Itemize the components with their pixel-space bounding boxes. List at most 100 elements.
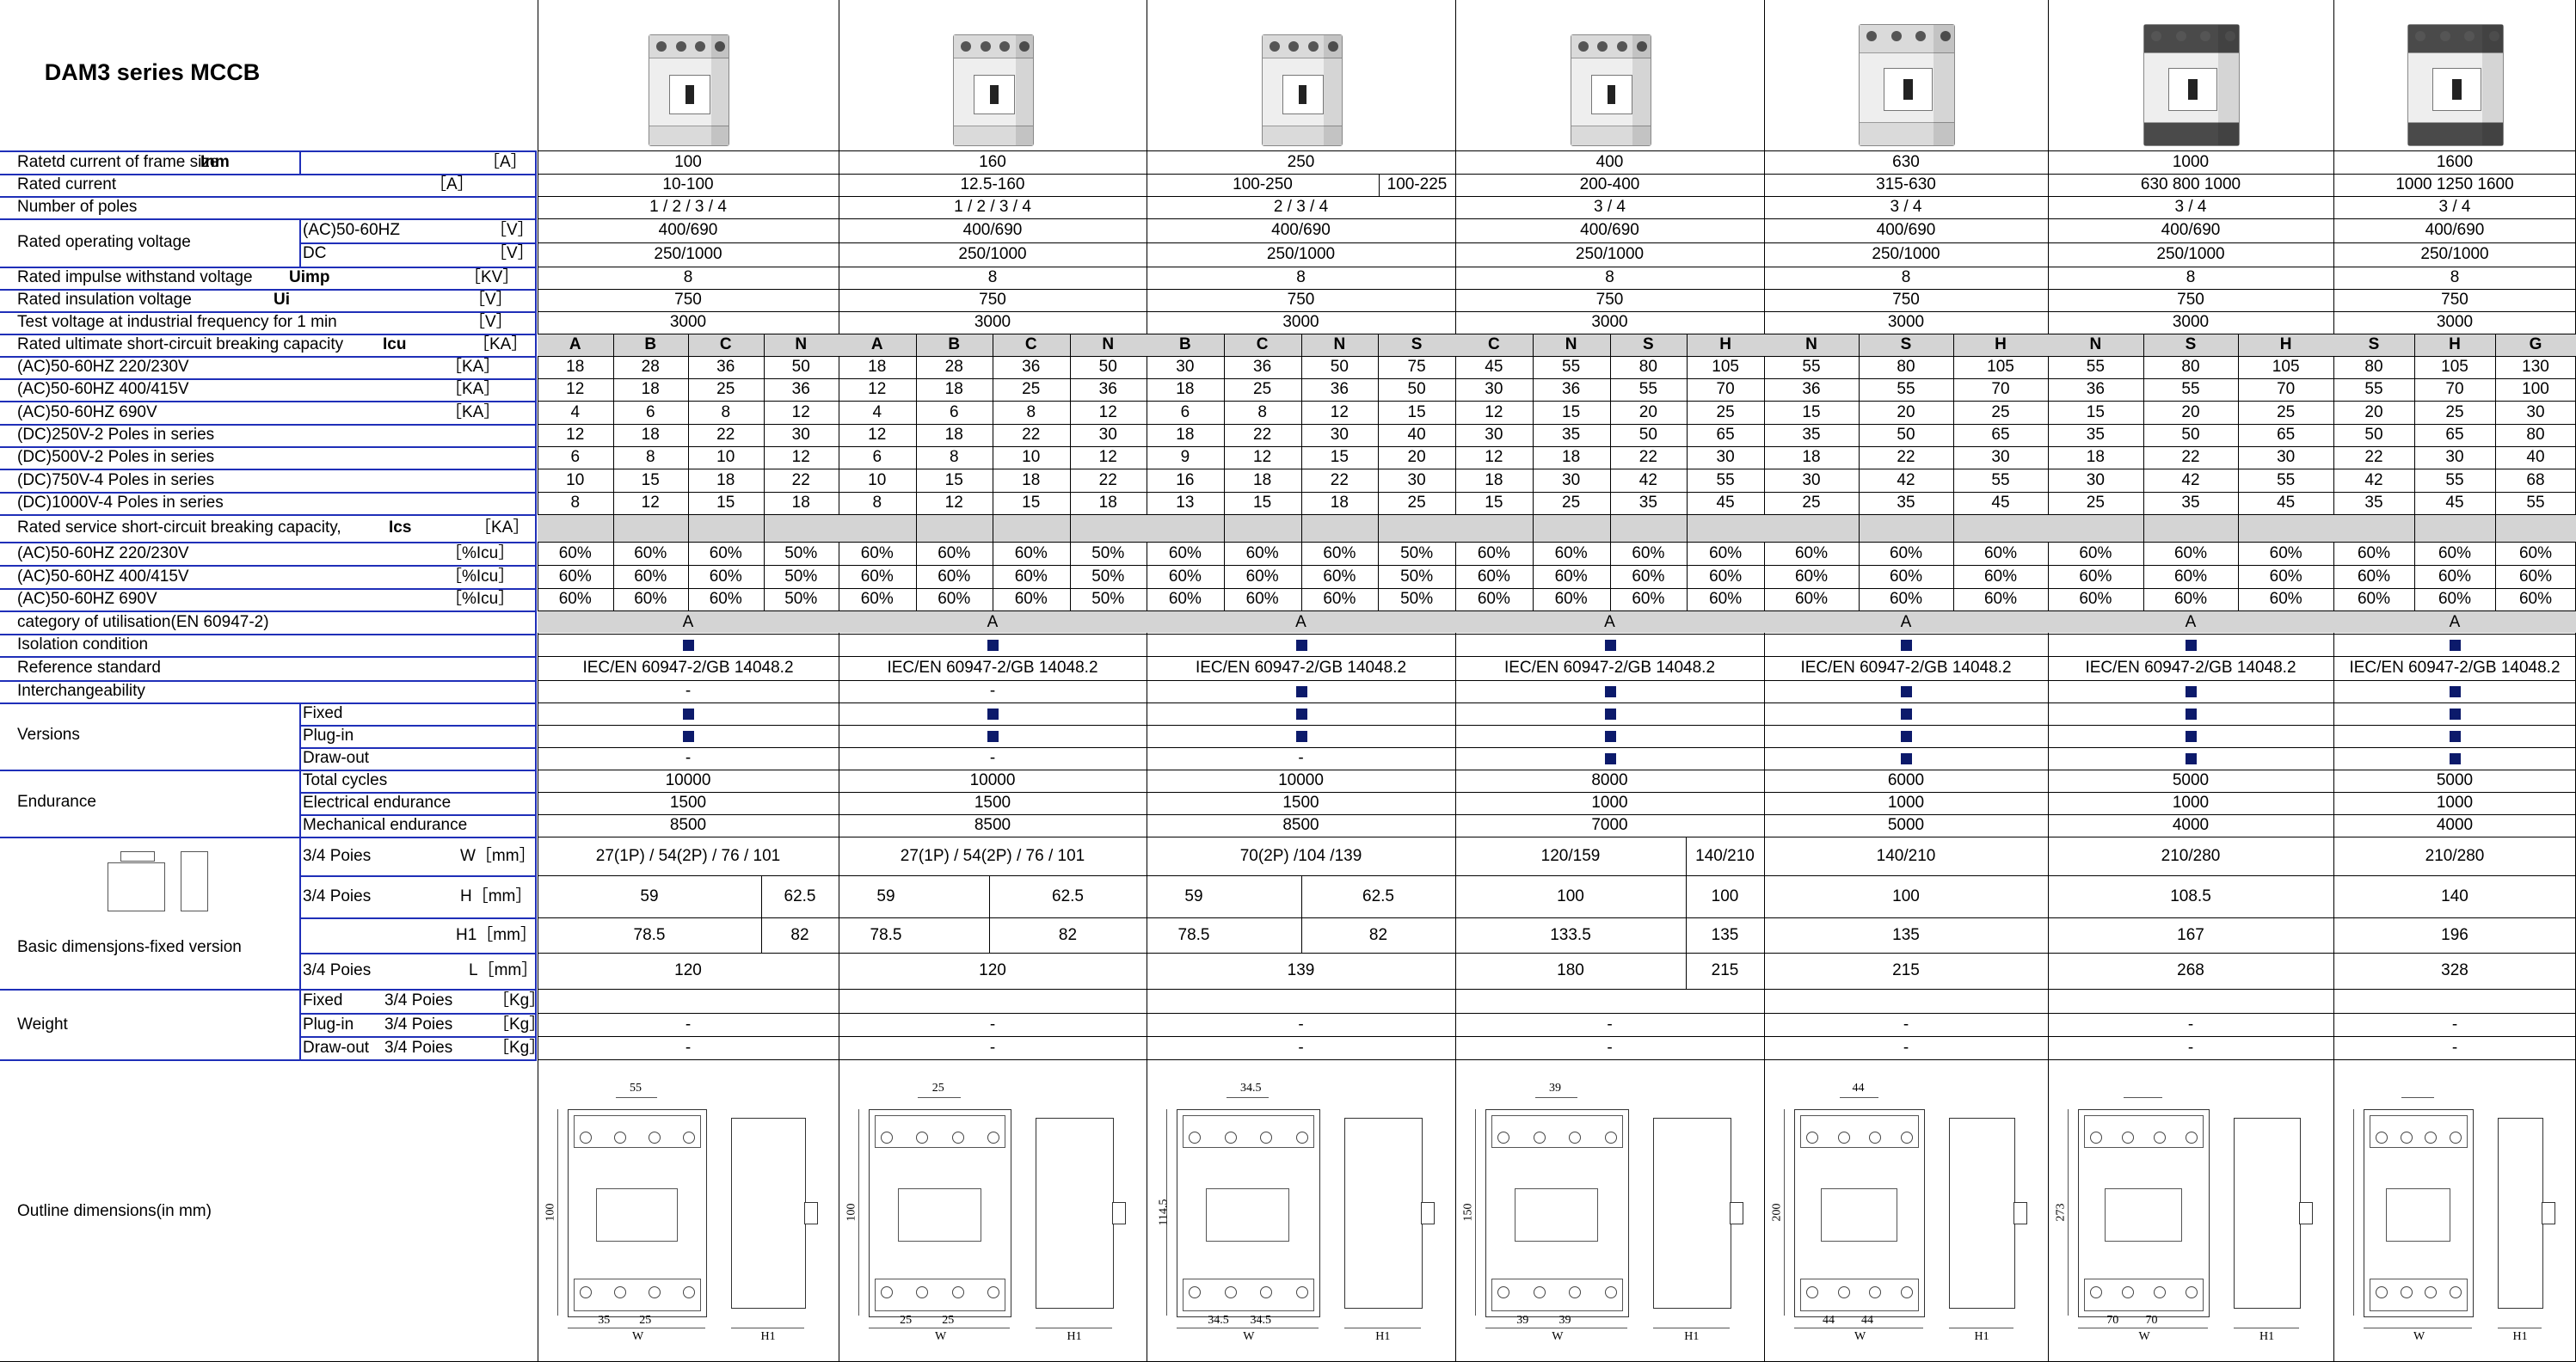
terminal-symbol [2425,1132,2438,1144]
ics-ac220-value: 60% [1709,543,1743,562]
icu-dc750-value: 55 [2445,470,2464,489]
ics-ac220-value: 60% [2269,543,2302,562]
version-draw-out-value: - [989,749,996,767]
icu-ac220-value: 50 [1098,358,1117,376]
sketch-side [181,851,208,911]
icu-dc1000-value: 18 [1098,494,1117,512]
icu-ac690-value: 20 [1897,402,1915,421]
row-border [538,492,2576,493]
dimension-l-alt-value: 215 [1711,961,1739,979]
dim-label-h1: H1 [1375,1330,1391,1343]
icu-ac690-value: 25 [2445,402,2464,421]
sub-col-border [299,702,301,1059]
label-row-border [0,196,537,198]
unit-a: ［A］ [430,175,474,193]
test-voltage-value: 3000 [669,313,707,331]
dimension-h1-value: 78.5 [1177,925,1210,944]
sub-cell-border [1301,875,1302,953]
terminal-symbol [951,1132,964,1144]
breaking-category-header: S [2368,335,2380,353]
sub-cell-border [763,334,765,610]
row-border [538,917,2576,918]
outline-bottom-terminals [1183,1279,1314,1311]
terminal-symbol [2154,1132,2166,1144]
label-icu: Rated ultimate short-circuit breaking ca… [17,335,344,353]
breaker-face-window [974,75,1015,114]
ics-ac220-value: 50% [784,543,818,562]
interchangeability-value: ■ [2186,686,2197,697]
isolation-marker [1295,640,1307,651]
terminal-symbol [1224,1286,1237,1298]
outline-top-terminals [1183,1115,1314,1148]
icu-dc500-value: 6 [570,448,581,466]
outline-top-terminals [875,1115,1005,1148]
ics-ac690-value: 60% [1983,590,2018,608]
unit-kg: ［Kg］ [493,1015,546,1034]
label-3-4-poles: 3/4 Poies [384,1015,453,1034]
row-border [538,702,2576,703]
mechanical-endurance-value: 8500 [669,816,707,834]
column-border [2333,0,2334,1362]
label-versions: Versions [17,726,80,744]
label-row-border [0,837,537,838]
terminal-symbol [1569,1286,1581,1298]
icu-ac400-value: 55 [1638,380,1657,398]
dim-line-side [1784,1109,1785,1316]
label-row-border [0,150,537,152]
interchangeability-value: ■ [1295,686,1307,697]
mechanical-endurance-value: 4000 [2172,816,2210,834]
breaker-body [2143,24,2240,146]
terminal-symbol [987,1286,999,1298]
breaker-handle [1607,84,1616,104]
breaker-handle [1903,79,1913,101]
total-cycles-value: 5000 [2436,771,2474,789]
label-endurance: Endurance [17,793,96,811]
outline-side-view [1949,1118,2015,1309]
dimension-h1-alt-value: 135 [1711,925,1739,944]
ics-ac400-value: 50% [784,567,818,586]
icu-dc250-value: 65 [1991,426,2010,444]
version-draw-out-value: ■ [1901,753,1912,764]
sub-cell-border [1069,334,1071,610]
total-cycles-value: 5000 [2172,771,2210,789]
icu-ac690-value: 15 [1802,402,1821,421]
weight-plug-in-value: - [1607,1015,1613,1034]
sub-cell-border [1300,334,1302,610]
terminal-symbol [1497,1132,1509,1144]
insulation-voltage-value: 750 [2441,291,2468,309]
sub-cell-border [1859,334,1860,610]
category-value: A [1900,612,1912,631]
sub-cell-border [1609,334,1611,610]
ics-ac400-value: 50% [1400,567,1434,586]
icu-dc750-value: 42 [2364,470,2383,489]
weight-plug-in-value: - [685,1015,692,1034]
isolation-marker [1604,640,1616,651]
icu-ac690-value: 15 [1562,402,1581,421]
label-row-border [299,747,537,749]
dim-label-h1: H1 [1067,1330,1082,1343]
icu-ac400-value: 25 [716,380,735,398]
icu-dc250-value: 40 [1407,426,1426,444]
ics-ac690-value: 60% [634,590,667,608]
dim-label-bottom: 25 [900,1314,913,1327]
ics-ac400-value: 60% [2518,567,2553,586]
interchangeability-value: - [989,682,996,700]
ics-ac400-value: 60% [1889,567,1923,586]
dimension-h1-alt-value: 82 [1368,925,1388,944]
icu-dc500-value: 22 [2181,448,2200,466]
version-fixed-value: ■ [2186,709,2197,720]
label-weight-fixed: Fixed [303,991,343,1009]
poles-value: 1 / 2 / 3 / 4 [649,198,727,216]
breaker-photo-630 [1854,19,1958,148]
label-impulse-symbol: Uimp [289,268,330,286]
ics-ac220-value: 60% [1323,543,1356,562]
column-border [1455,0,1456,1362]
dc-voltage-value: 250/1000 [1872,245,1940,263]
terminal-symbol [2122,1132,2134,1144]
breaking-category-header: B [948,335,961,353]
label-total-cycles: Total cycles [303,771,388,789]
breaker-side-shade [1015,35,1033,145]
category-value: A [987,612,999,631]
